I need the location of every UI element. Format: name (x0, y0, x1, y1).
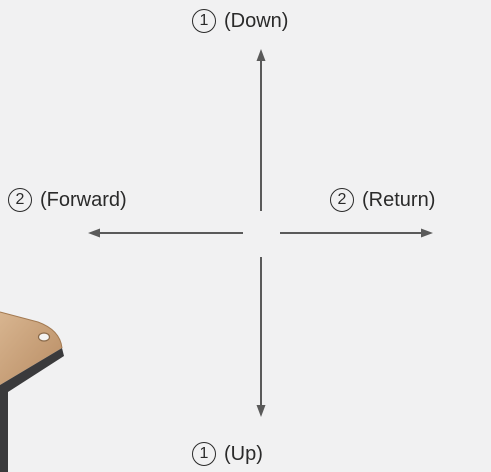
arrow-down-icon (256, 257, 266, 417)
arrow-up-icon (256, 49, 266, 211)
label-return: 2 (Return) (330, 188, 435, 212)
direction-text: (Return) (362, 189, 436, 211)
direction-text: (Up) (224, 443, 263, 465)
mounting-hole (37, 332, 51, 342)
step-number-badge: 1 (192, 9, 216, 33)
arrow-right-icon (280, 228, 433, 238)
direction-text: (Forward) (40, 189, 127, 211)
step-number-badge: 2 (8, 188, 32, 212)
direction-text: (Down) (224, 10, 289, 32)
step-number-badge: 1 (192, 442, 216, 466)
equipment-plate (0, 311, 64, 472)
label-down: 1 (Down) (192, 9, 288, 33)
label-up: 1 (Up) (192, 442, 263, 466)
step-number-badge: 2 (330, 188, 354, 212)
arrow-left-icon (88, 228, 243, 238)
label-forward: 2 (Forward) (8, 188, 127, 212)
